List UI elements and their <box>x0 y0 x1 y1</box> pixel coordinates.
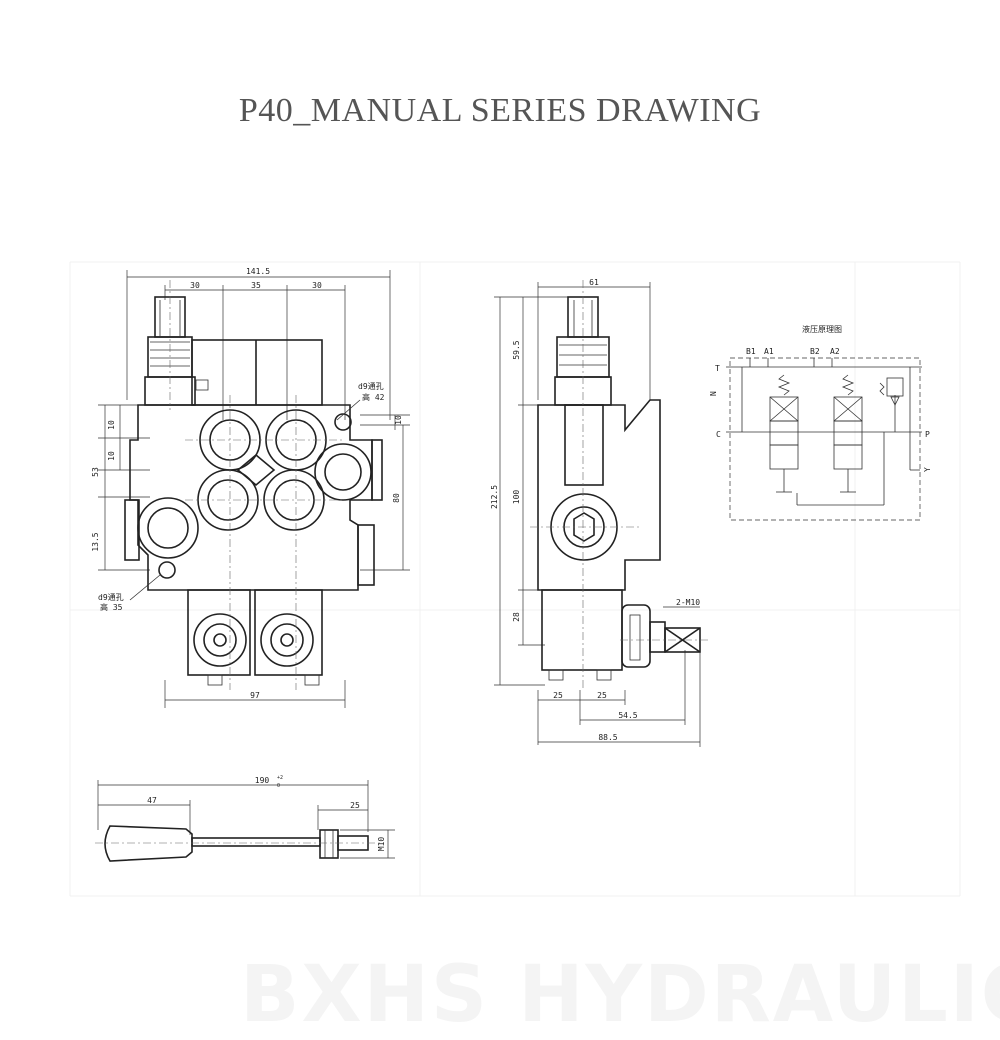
dim-overall-width: 141.5 <box>246 267 270 276</box>
dim-handle-grip: 47 <box>147 796 157 805</box>
watermark-text: BXHS HYDRAULIC <box>240 950 1000 1040</box>
port-label-p: P <box>925 430 930 439</box>
dim-top-61: 61 <box>589 278 599 287</box>
side-view: 61 59.5 212.5 100 28 25 25 54.5 88.5 2-M… <box>490 278 710 747</box>
dim-b-54-5: 54.5 <box>618 711 637 720</box>
port-label-c: C <box>716 430 721 439</box>
label-a2: A2 <box>830 347 840 356</box>
hole-note-bottom-2: 高 35 <box>100 602 123 612</box>
port-label-y: Y <box>923 467 932 472</box>
label-a1: A1 <box>764 347 774 356</box>
dim-handle-end: 25 <box>350 801 360 810</box>
dim-spacing-1: 30 <box>190 281 200 290</box>
dim-h-59-5: 59.5 <box>512 340 521 359</box>
dim-handle-tol-lower: 0 <box>277 783 280 789</box>
dim-b-25b: 25 <box>597 691 607 700</box>
label-b2: B2 <box>810 347 820 356</box>
dim-thread-2-m10: 2-M10 <box>676 598 700 607</box>
dim-left-53: 53 <box>91 467 100 477</box>
port-label-n: N <box>709 391 718 396</box>
dim-right-80: 80 <box>392 493 401 503</box>
dim-h-28: 28 <box>512 612 521 622</box>
drawing-frame <box>69 261 961 897</box>
dim-spacing-2: 35 <box>251 281 261 290</box>
port-label-t: T <box>715 364 720 373</box>
dim-handle-overall: 190 <box>255 776 270 785</box>
hole-note-top-1: d9通孔 <box>358 381 384 391</box>
dim-h-100: 100 <box>512 490 521 505</box>
dim-handle-tol-upper: +2 <box>277 775 283 781</box>
dim-b-88-5: 88.5 <box>598 733 617 742</box>
dim-b-25a: 25 <box>553 691 563 700</box>
hole-note-bottom-1: d9通孔 <box>98 592 124 602</box>
dim-handle-thread: M10 <box>377 837 386 852</box>
hole-note-top-2: 高 42 <box>362 392 385 402</box>
label-b1: B1 <box>746 347 756 356</box>
schematic-title: 液压原理图 <box>802 324 842 334</box>
dim-right-10: 10 <box>394 415 403 425</box>
dim-h-212-5: 212.5 <box>490 485 499 509</box>
front-view: 141.5 30 35 30 10 10 53 13.5 10 80 97 <box>91 267 410 708</box>
dim-left-13-5: 13.5 <box>91 532 100 551</box>
dim-left-10a: 10 <box>107 420 116 430</box>
handle-view: 190 +2 0 47 25 M10 <box>95 775 395 862</box>
hydraulic-schematic: 液压原理图 T N C P Y B1 A1 B2 A2 <box>709 324 932 521</box>
dim-bottom-97: 97 <box>250 691 260 700</box>
dim-spacing-3: 30 <box>312 281 322 290</box>
page-title: P40_MANUAL SERIES DRAWING <box>238 92 762 129</box>
dim-left-10b: 10 <box>107 451 116 461</box>
